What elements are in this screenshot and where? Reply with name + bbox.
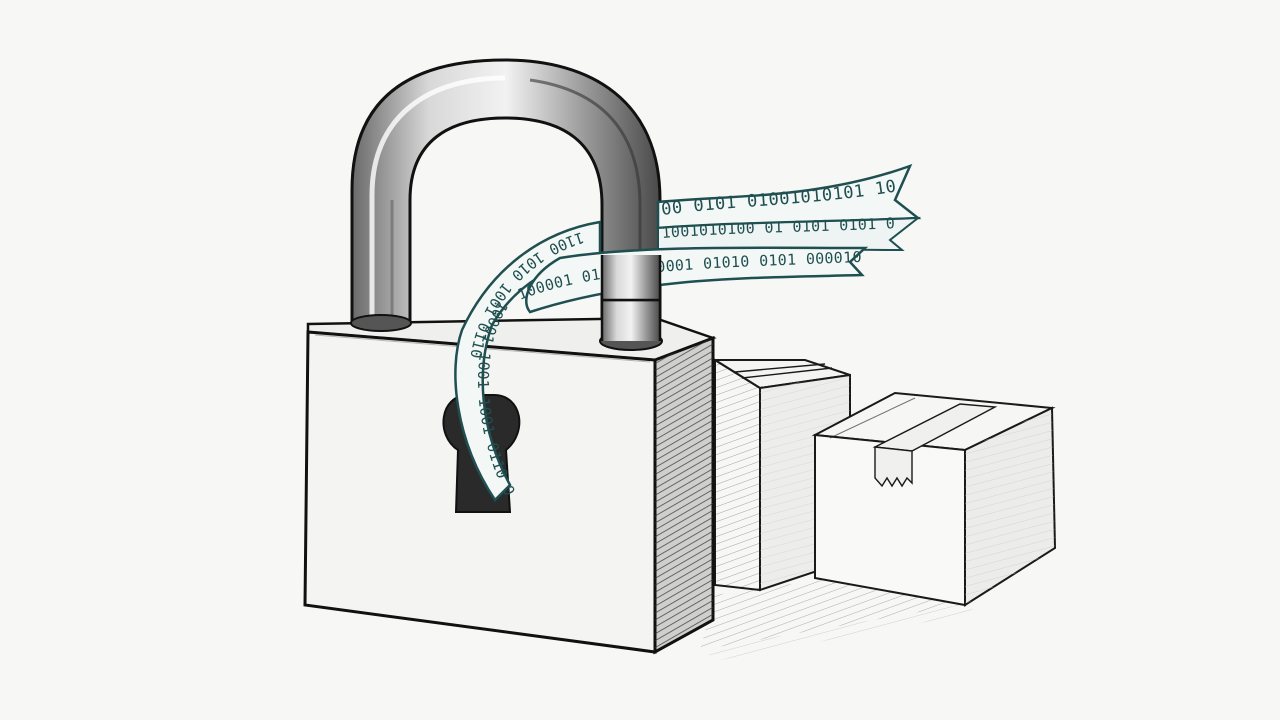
shackle-front-leg (600, 255, 662, 302)
ground-shadow (700, 580, 980, 660)
shackle (350, 58, 662, 347)
front-box (811, 391, 1057, 607)
